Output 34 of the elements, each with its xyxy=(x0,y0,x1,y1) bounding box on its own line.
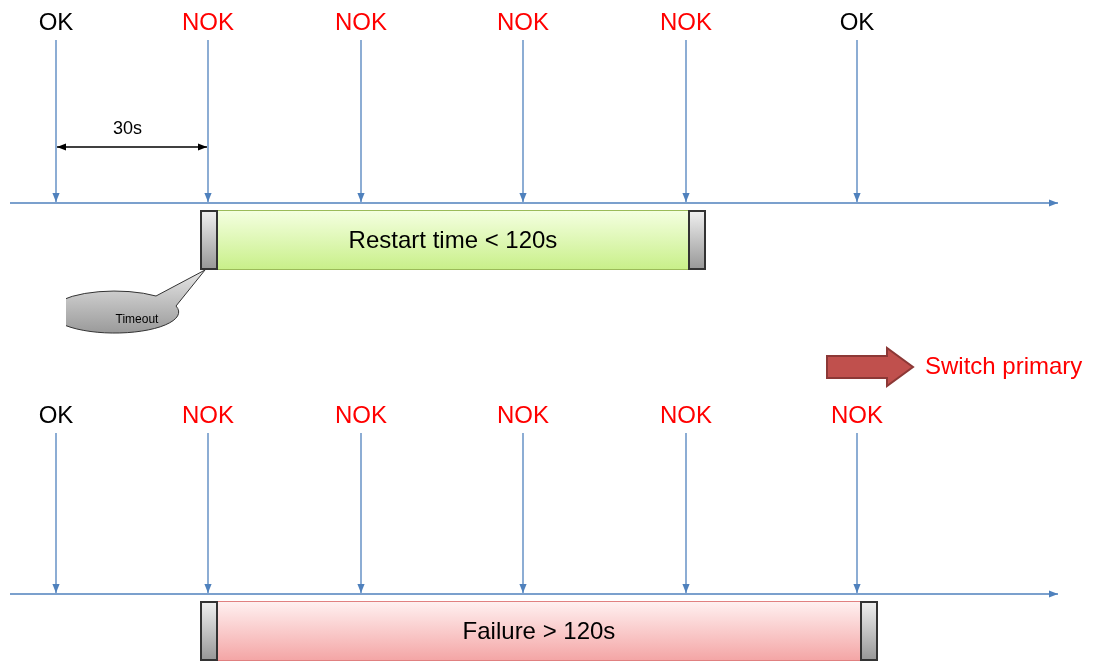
arrow xyxy=(357,432,365,594)
timeline-axis xyxy=(9,590,1059,598)
bar-text: Restart time < 120s xyxy=(347,226,559,254)
arrow xyxy=(853,432,861,594)
status-text: NOK xyxy=(660,401,712,429)
status-text: NOK xyxy=(831,401,883,429)
status-text: OK xyxy=(38,401,74,429)
arrow xyxy=(853,39,861,203)
time-bar xyxy=(200,210,706,270)
status-text: NOK xyxy=(335,401,387,429)
arrow xyxy=(519,39,527,203)
arrow xyxy=(204,39,212,203)
arrow xyxy=(682,432,690,594)
arrow xyxy=(204,432,212,594)
arrow xyxy=(357,39,365,203)
timeline-axis xyxy=(9,199,1059,207)
block-arrow xyxy=(826,346,915,388)
callout-text: Timeout xyxy=(114,312,160,326)
arrow xyxy=(519,432,527,594)
status-text: NOK xyxy=(182,8,234,36)
time-bar xyxy=(200,601,878,661)
status-text: NOK xyxy=(182,401,234,429)
arrow xyxy=(682,39,690,203)
status-text: NOK xyxy=(335,8,387,36)
status-text: OK xyxy=(839,8,875,36)
status-text: NOK xyxy=(497,8,549,36)
status-text: OK xyxy=(38,8,74,36)
arrow xyxy=(52,432,60,594)
arrow xyxy=(52,39,60,203)
status-text: NOK xyxy=(497,401,549,429)
status-text: Switch primary xyxy=(925,352,1083,380)
dimension-label: 30s xyxy=(113,118,143,139)
status-text: NOK xyxy=(660,8,712,36)
bar-text: Failure > 120s xyxy=(461,617,617,645)
